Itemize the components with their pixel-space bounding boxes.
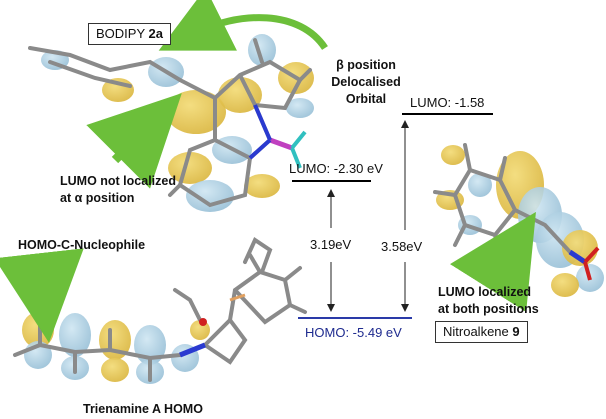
lumo-both-line-1: LUMO localized: [438, 285, 532, 299]
homo-level-label: HOMO: -5.49 eV: [305, 325, 402, 340]
bodipy-label-number: 2a: [148, 26, 163, 41]
gap-small-label: 3.19eV: [310, 237, 352, 252]
trienamine-atoms: [179, 293, 246, 358]
lumo-both-label: LUMO localized at both positions: [438, 284, 539, 318]
homo-nucleophile-label: HOMO-C-Nucleophile: [18, 238, 146, 252]
beta-line-3: Orbital: [345, 92, 387, 106]
nitroalkene-label-box: Nitroalkene 9: [435, 321, 528, 343]
lumo-alpha-label: LUMO not localized at α position: [60, 173, 176, 207]
nitroalkene-atoms: [568, 246, 600, 281]
lumo-bodipy-label: LUMO: -2.30 eV: [289, 161, 383, 176]
trienamine-skeleton: [13, 237, 307, 382]
lumo-alpha-line-2: at α position: [60, 191, 135, 205]
both-positions-arrow: [449, 211, 536, 313]
lumo-nitro-label: LUMO: -1.58: [410, 95, 485, 110]
bodipy-atoms: [248, 104, 307, 169]
nucleophile-arrow: [0, 248, 84, 343]
beta-line-2: Delocalised: [331, 75, 401, 89]
alpha-arrow: [86, 93, 182, 189]
lumo-both-line-2: at both positions: [438, 302, 539, 316]
beta-arrow: [158, 0, 328, 51]
lumo-alpha-line-1: LUMO not localized: [60, 174, 176, 188]
beta-position-label: β position Delocalised Orbital: [323, 58, 409, 106]
nitroalkene-lumo-orbitals: [436, 145, 604, 297]
trienamine-label: Trienamine A HOMO: [83, 402, 203, 416]
bodipy-label-box: BODIPY 2a: [88, 23, 171, 45]
beta-line-1: β position: [336, 58, 396, 72]
nitroalkene-label-number: 9: [512, 324, 520, 339]
gap-large-label: 3.58eV: [381, 239, 423, 254]
nitroalkene-label-prefix: Nitroalkene: [443, 324, 513, 339]
bodipy-label-prefix: BODIPY: [96, 26, 149, 41]
